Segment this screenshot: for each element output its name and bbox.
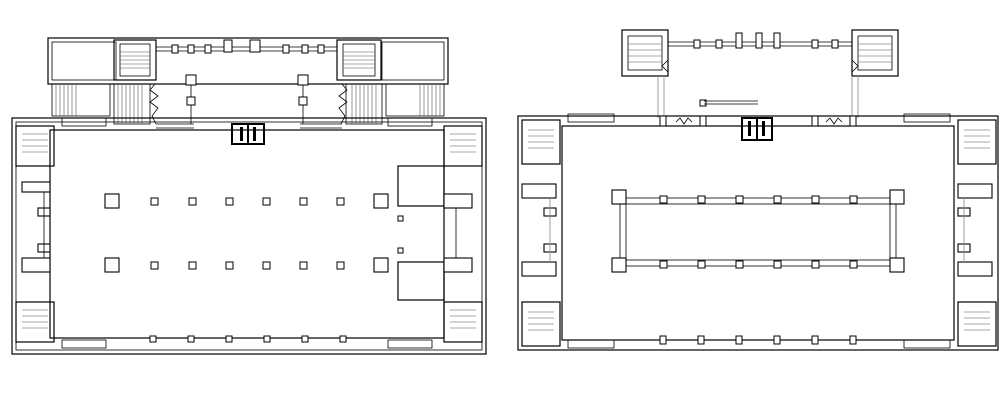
floor-plan-right	[517, 29, 999, 351]
right-upper-wing	[621, 29, 899, 118]
right-main-hall	[517, 113, 999, 351]
left-upper-stairs	[119, 43, 376, 77]
floor-plan-left	[11, 37, 487, 355]
left-column-grid	[104, 193, 389, 273]
left-upper-wing	[47, 37, 449, 85]
left-entrance-steps	[51, 74, 445, 129]
right-entrance-doors	[741, 117, 773, 141]
right-column-grid	[611, 189, 905, 273]
left-main-hall	[11, 117, 487, 355]
left-entrance-doors	[231, 123, 265, 145]
